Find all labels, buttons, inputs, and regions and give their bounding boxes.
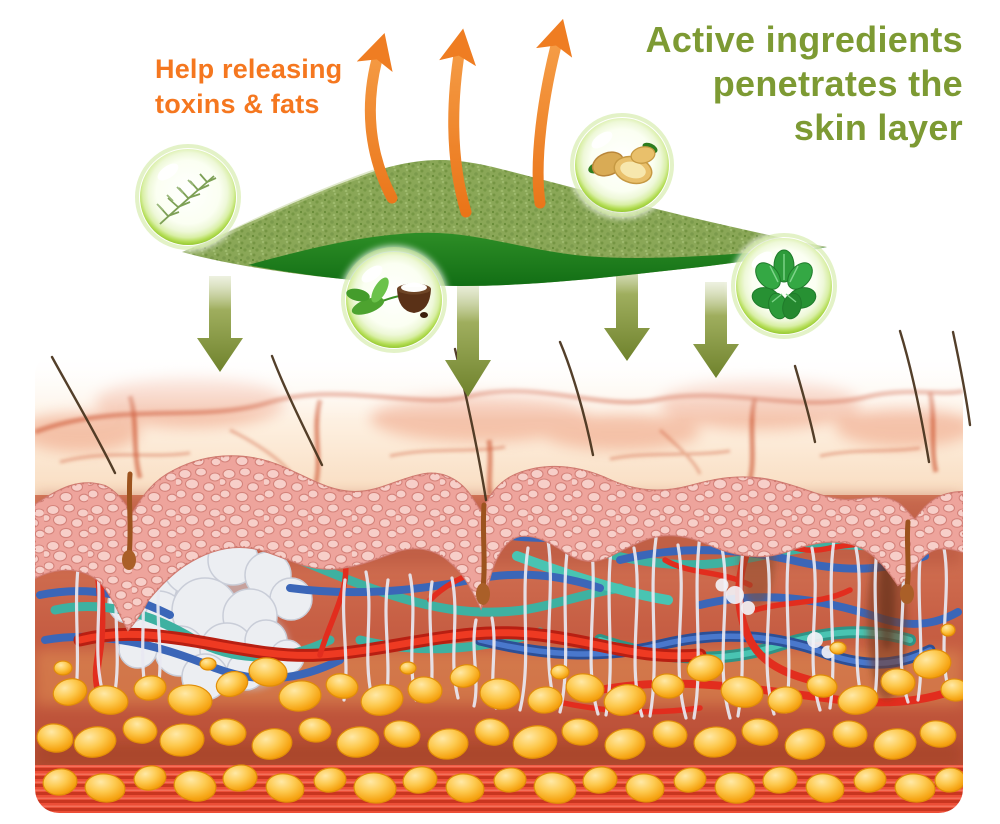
herb-bowl-bubble xyxy=(340,246,448,354)
steam-arrow xyxy=(356,32,398,204)
steam-arrow xyxy=(532,18,573,209)
epidermis-pebble-band xyxy=(35,456,963,630)
hair-bulbs xyxy=(122,550,914,605)
mint-leaves-icon xyxy=(751,249,817,320)
ginger-bubble xyxy=(569,112,675,218)
penetration-arrows xyxy=(197,258,739,397)
hair-roots xyxy=(126,471,911,591)
skin-cross-section xyxy=(35,352,963,813)
green-leaves-and-bowl-icon xyxy=(346,277,431,318)
penetration-arrow xyxy=(693,282,739,378)
headline-active-ingredients: Active ingredients penetrates the skin l… xyxy=(645,19,963,148)
fat-layer xyxy=(36,623,963,804)
release-arrows xyxy=(356,18,573,218)
wormwood-bubble xyxy=(134,143,242,251)
hairs xyxy=(50,329,972,502)
penetration-arrow xyxy=(197,276,243,372)
penetration-arrow xyxy=(445,282,491,397)
penetration-arrow xyxy=(604,258,650,361)
steam-arrow xyxy=(439,28,477,218)
ingredient-bubbles xyxy=(134,112,838,354)
ginger-root-icon xyxy=(588,142,658,185)
wormwood-sprig-icon xyxy=(156,173,217,225)
headline-release-toxins: Help releasing toxins & fats xyxy=(155,54,343,120)
herbal-patch xyxy=(182,160,827,286)
mint-bubble xyxy=(730,232,838,340)
